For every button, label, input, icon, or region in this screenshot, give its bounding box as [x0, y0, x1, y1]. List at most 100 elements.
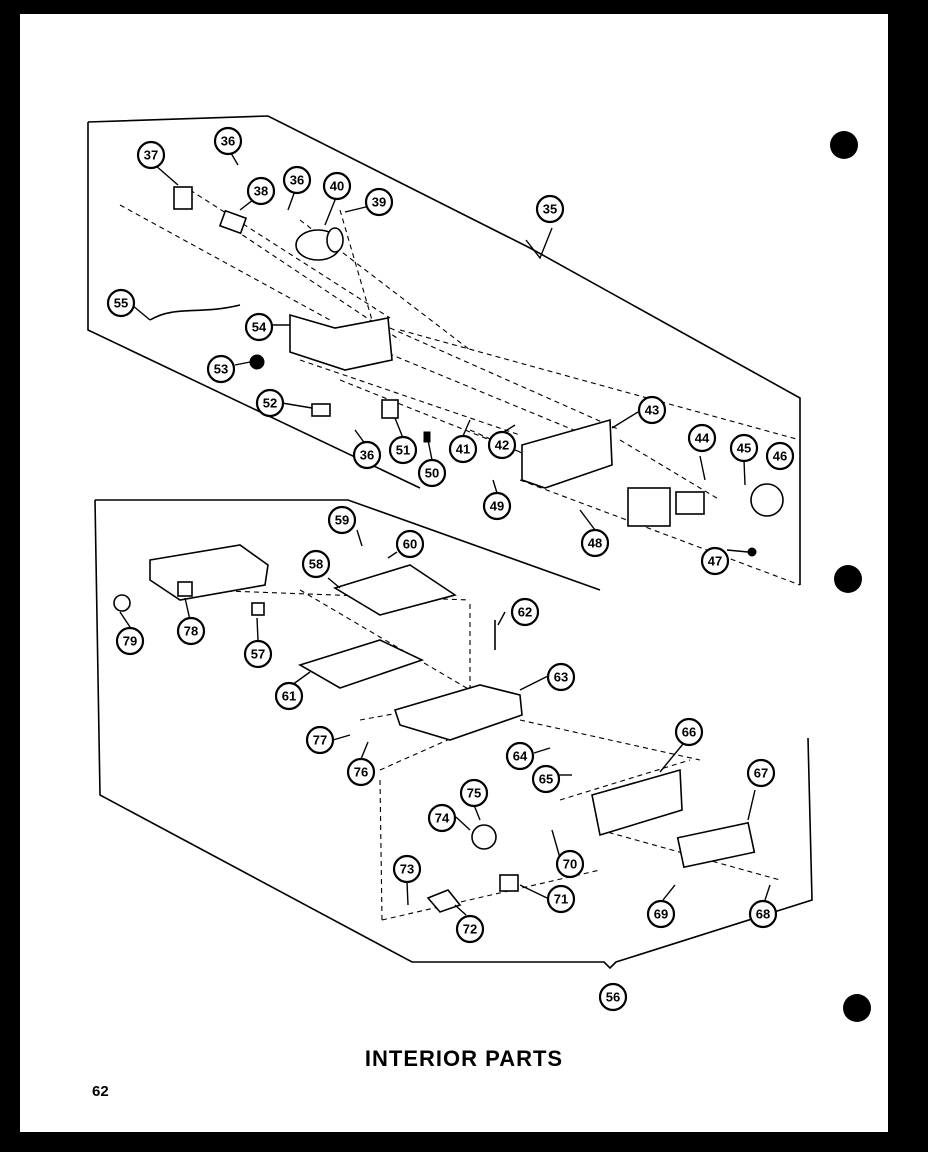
callout-59: 59	[327, 505, 357, 535]
callout-74: 74	[427, 803, 457, 833]
callout-56: 56	[598, 982, 628, 1012]
binder-hole-top	[830, 131, 858, 159]
svg-text:41: 41	[456, 442, 470, 457]
svg-text:70: 70	[563, 857, 577, 872]
panel-43	[521, 418, 613, 489]
svg-text:60: 60	[403, 537, 417, 552]
callout-41: 41	[448, 434, 478, 464]
callout-42: 42	[487, 430, 517, 460]
svg-text:48: 48	[588, 536, 602, 551]
callout-49: 49	[482, 491, 512, 521]
bracket-72	[426, 889, 462, 913]
callout-40: 40	[322, 171, 352, 201]
svg-text:67: 67	[754, 766, 768, 781]
svg-text:35: 35	[543, 202, 557, 217]
callout-37: 37	[136, 140, 166, 170]
callout-63: 63	[546, 662, 576, 692]
callout-38: 38	[246, 176, 276, 206]
svg-text:47: 47	[708, 554, 722, 569]
callout-36-b: 36	[282, 165, 312, 195]
svg-text:54: 54	[252, 320, 267, 335]
leader-lines	[119, 147, 771, 916]
page-number: 62	[92, 1083, 109, 1100]
callout-47: 47	[700, 546, 730, 576]
svg-text:42: 42	[495, 438, 509, 453]
callout-52: 52	[255, 388, 285, 418]
callout-66: 66	[674, 717, 704, 747]
svg-text:36: 36	[290, 173, 304, 188]
connector-78	[177, 581, 193, 597]
callout-65: 65	[531, 764, 561, 794]
callout-57: 57	[243, 639, 273, 669]
svg-text:79: 79	[123, 634, 137, 649]
callout-36-c: 36	[352, 440, 382, 470]
svg-text:76: 76	[354, 765, 368, 780]
upper-construction-lines	[119, 189, 801, 586]
svg-text:45: 45	[737, 441, 751, 456]
plate-58	[333, 564, 457, 616]
callout-73: 73	[392, 854, 422, 884]
svg-text:40: 40	[330, 179, 344, 194]
callout-60: 60	[395, 529, 425, 559]
svg-text:73: 73	[400, 862, 414, 877]
callout-61: 61	[274, 681, 304, 711]
svg-text:68: 68	[756, 907, 770, 922]
svg-text:58: 58	[309, 557, 323, 572]
svg-text:71: 71	[554, 892, 568, 907]
callout-72: 72	[455, 914, 485, 944]
callout-79: 79	[115, 626, 145, 656]
nut-47	[747, 547, 757, 557]
cover-44-inner	[675, 491, 705, 515]
bracket-51	[381, 399, 399, 419]
callout-71: 71	[546, 884, 576, 914]
callout-69: 69	[646, 899, 676, 929]
callout-48: 48	[580, 528, 610, 558]
callout-46: 46	[765, 441, 795, 471]
lower-construction-lines	[199, 589, 781, 921]
lower-assembly-outline	[94, 499, 813, 970]
callout-55: 55	[106, 288, 136, 318]
frame-67	[676, 821, 756, 869]
callout-51: 51	[388, 435, 418, 465]
svg-text:37: 37	[144, 148, 158, 163]
knob-46	[750, 483, 784, 517]
svg-text:55: 55	[114, 296, 128, 311]
callout-64: 64	[505, 741, 535, 771]
callout-62: 62	[510, 597, 540, 627]
callout-44: 44	[687, 423, 717, 453]
callout-50: 50	[417, 458, 447, 488]
lamp-74	[471, 824, 497, 850]
grommet-53	[249, 354, 265, 370]
callout-68: 68	[748, 899, 778, 929]
terminal-block	[149, 544, 269, 601]
svg-text:64: 64	[513, 749, 528, 764]
svg-text:63: 63	[554, 670, 568, 685]
callout-78: 78	[176, 616, 206, 646]
upper-assembly-outline	[87, 115, 801, 585]
spacer-50	[423, 431, 431, 443]
svg-text:59: 59	[335, 513, 349, 528]
svg-text:69: 69	[654, 907, 668, 922]
motor-40-cap	[326, 227, 344, 253]
svg-text:43: 43	[645, 403, 659, 418]
svg-text:78: 78	[184, 624, 198, 639]
switch-37	[173, 186, 193, 210]
callout-58: 58	[301, 549, 331, 579]
svg-text:66: 66	[682, 725, 696, 740]
svg-text:61: 61	[282, 689, 296, 704]
callout-36-a: 36	[213, 126, 243, 156]
svg-text:72: 72	[463, 922, 477, 937]
svg-text:50: 50	[425, 466, 439, 481]
switch-71	[499, 874, 519, 892]
svg-text:39: 39	[372, 195, 386, 210]
svg-text:53: 53	[214, 362, 228, 377]
callout-54: 54	[244, 312, 274, 342]
callout-39: 39	[364, 187, 394, 217]
callout-35: 35	[535, 194, 565, 224]
svg-text:46: 46	[773, 449, 787, 464]
svg-text:36: 36	[221, 134, 235, 149]
svg-text:75: 75	[467, 786, 481, 801]
svg-text:38: 38	[254, 184, 268, 199]
svg-text:65: 65	[539, 772, 553, 787]
